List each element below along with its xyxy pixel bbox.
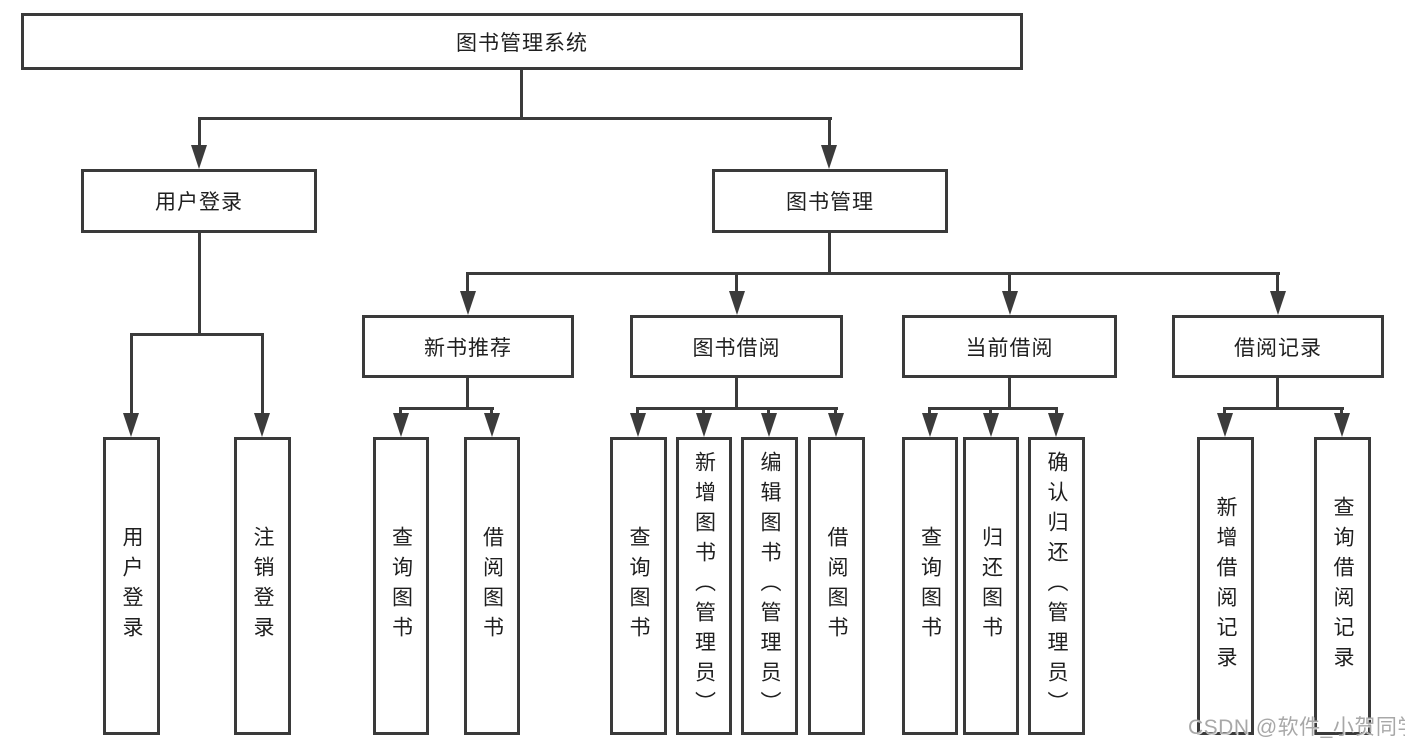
- leaf-confirm-return-admin: 确认归还（管理员）: [1028, 437, 1085, 735]
- leaf-borrow-books-2-label: 借阅图书: [825, 526, 848, 646]
- connector-l3-stub-1: [466, 272, 469, 293]
- connector-recommend-drop: [466, 378, 469, 410]
- connector-bookborrow-drop: [735, 378, 738, 410]
- arrow-to-new-book-recommend: [460, 291, 476, 315]
- leaf-add-book-admin: 新增图书（管理员）: [676, 437, 732, 735]
- leaf-query-borrow-record: 查询借阅记录: [1314, 437, 1371, 735]
- node-book-borrow-label: 图书借阅: [692, 336, 781, 360]
- connector-recommend-leaf1-stub: [399, 407, 402, 416]
- node-borrow-records: 借阅记录: [1172, 315, 1384, 378]
- node-book-management: 图书管理: [712, 169, 948, 233]
- connector-user-login-stub: [198, 117, 201, 147]
- connector-level3-branch: [466, 272, 1280, 275]
- connector-records-leaf1-stub: [1223, 407, 1226, 416]
- arrow-to-query-borrow-record: [1334, 413, 1350, 437]
- leaf-logout-label: 注销登录: [251, 526, 274, 646]
- connector-user-login-leaf1-stub: [130, 333, 133, 415]
- connector-bookborrow-leaf4-stub: [834, 407, 837, 416]
- arrow-to-query-books-1: [393, 413, 409, 437]
- arrow-to-book-borrow: [729, 291, 745, 315]
- leaf-query-books-2: 查询图书: [610, 437, 667, 735]
- connector-book-mgmt-stub: [828, 117, 831, 147]
- arrow-to-borrow-books-1: [484, 413, 500, 437]
- arrow-to-add-book-admin: [696, 413, 712, 437]
- leaf-edit-book-admin-label: 编辑图书（管理员）: [758, 451, 781, 721]
- leaf-borrow-books-2: 借阅图书: [808, 437, 865, 735]
- leaf-user-login: 用户登录: [103, 437, 160, 735]
- connector-book-mgmt-drop: [828, 233, 831, 275]
- connector-currentborrow-drop: [1008, 378, 1011, 410]
- arrow-to-return-book: [983, 413, 999, 437]
- connector-currentborrow-leaf2-stub: [989, 407, 992, 416]
- connector-user-login-leaf2-stub: [261, 333, 264, 415]
- connector-records-branch: [1223, 407, 1344, 410]
- leaf-query-books-2-label: 查询图书: [627, 526, 650, 646]
- leaf-borrow-books-1-label: 借阅图书: [480, 526, 504, 646]
- watermark: CSDN @软件_小贺同学: [1188, 716, 1405, 739]
- connector-root-drop: [520, 70, 523, 117]
- arrow-to-leaf-logout: [254, 413, 270, 437]
- leaf-query-borrow-record-label: 查询借阅记录: [1331, 496, 1354, 676]
- arrow-to-current-borrow: [1002, 291, 1018, 315]
- node-root: 图书管理系统: [21, 13, 1023, 70]
- leaf-logout: 注销登录: [234, 437, 291, 735]
- connector-currentborrow-branch: [928, 407, 1058, 410]
- leaf-query-books-3: 查询图书: [902, 437, 958, 735]
- node-borrow-records-label: 借阅记录: [1234, 336, 1322, 360]
- connector-records-leaf2-stub: [1340, 407, 1343, 416]
- leaf-user-login-label: 用户登录: [120, 526, 143, 646]
- leaf-query-books-3-label: 查询图书: [918, 526, 942, 646]
- connector-currentborrow-leaf1-stub: [928, 407, 931, 416]
- leaf-query-books-1: 查询图书: [373, 437, 429, 735]
- node-current-borrow-label: 当前借阅: [965, 336, 1054, 360]
- arrow-to-borrow-books-2: [828, 413, 844, 437]
- leaf-confirm-return-admin-label: 确认归还（管理员）: [1045, 451, 1068, 721]
- leaf-add-borrow-record: 新增借阅记录: [1197, 437, 1254, 735]
- connector-recommend-branch: [399, 407, 494, 410]
- node-book-borrow: 图书借阅: [630, 315, 843, 378]
- connector-bookborrow-leaf3-stub: [767, 407, 770, 416]
- node-book-management-label: 图书管理: [786, 191, 874, 214]
- node-new-book-recommend-label: 新书推荐: [424, 336, 512, 360]
- connector-l3-stub-3: [1008, 272, 1011, 293]
- arrow-to-leaf-user-login: [123, 413, 139, 437]
- connector-bookborrow-leaf1-stub: [636, 407, 639, 416]
- connector-l3-stub-4: [1276, 272, 1279, 293]
- arrow-to-add-borrow-record: [1217, 413, 1233, 437]
- node-root-label: 图书管理系统: [456, 31, 588, 55]
- arrow-to-borrow-records: [1270, 291, 1286, 315]
- arrow-to-query-books-2: [630, 413, 646, 437]
- connector-l3-stub-2: [735, 272, 738, 293]
- node-current-borrow: 当前借阅: [902, 315, 1117, 378]
- leaf-return-book-label: 归还图书: [979, 526, 1003, 646]
- connector-currentborrow-leaf3-stub: [1055, 407, 1058, 416]
- leaf-add-borrow-record-label: 新增借阅记录: [1214, 496, 1237, 676]
- node-user-login: 用户登录: [81, 169, 317, 233]
- connector-level2-branch: [198, 117, 832, 120]
- connector-records-drop: [1276, 378, 1279, 410]
- node-user-login-label: 用户登录: [155, 191, 243, 214]
- connector-recommend-leaf2-stub: [490, 407, 493, 416]
- leaf-borrow-books-1: 借阅图书: [464, 437, 520, 735]
- arrow-to-user-login: [191, 145, 207, 169]
- leaf-query-books-1-label: 查询图书: [389, 526, 413, 646]
- arrow-to-edit-book-admin: [761, 413, 777, 437]
- node-new-book-recommend: 新书推荐: [362, 315, 574, 378]
- connector-bookborrow-branch: [636, 407, 838, 410]
- connector-bookborrow-leaf2-stub: [702, 407, 705, 416]
- arrow-to-query-books-3: [922, 413, 938, 437]
- connector-user-login-branch: [130, 333, 264, 336]
- leaf-add-book-admin-label: 新增图书（管理员）: [692, 451, 716, 721]
- arrow-to-book-mgmt: [821, 145, 837, 169]
- leaf-return-book: 归还图书: [963, 437, 1019, 735]
- arrow-to-confirm-return-admin: [1048, 413, 1064, 437]
- leaf-edit-book-admin: 编辑图书（管理员）: [741, 437, 798, 735]
- connector-user-login-drop: [198, 233, 201, 336]
